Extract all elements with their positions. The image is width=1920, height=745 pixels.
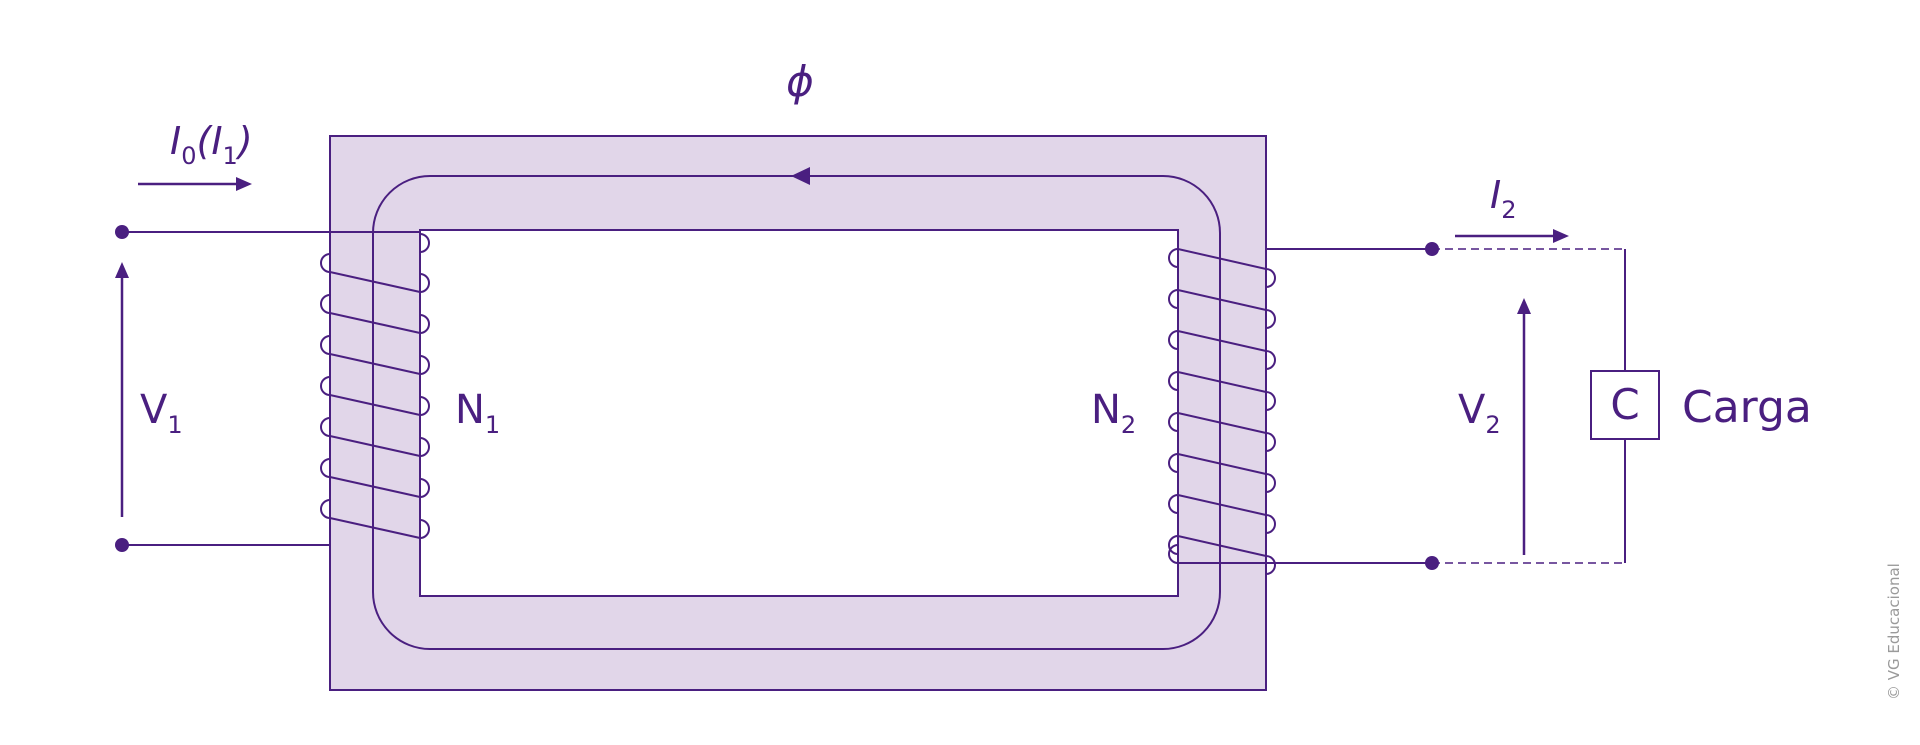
winding-turn — [1168, 411, 1276, 452]
secondary-circuit — [1178, 248, 1626, 564]
winding-turn — [419, 437, 430, 457]
primary-terminal-top — [115, 225, 129, 239]
v2-arrowhead — [1517, 298, 1531, 314]
transformer-core — [329, 135, 1267, 691]
winding-turn — [1168, 493, 1276, 534]
n2-label: N2 — [1091, 387, 1136, 439]
winding-turn — [320, 335, 421, 375]
winding-turn — [1168, 452, 1276, 493]
winding-turn — [1168, 370, 1276, 411]
load-box — [1590, 370, 1660, 440]
load-name: Carga — [1682, 382, 1812, 433]
winding-turn — [320, 499, 421, 539]
primary-current-arrowhead — [236, 177, 252, 191]
winding-turn — [320, 376, 421, 416]
n1-label: N1 — [455, 387, 500, 439]
flux-arrow — [791, 167, 810, 185]
secondary-current-arrowhead — [1553, 229, 1569, 243]
winding-turn — [1168, 329, 1276, 370]
winding-turn — [419, 478, 430, 498]
winding-turn — [320, 253, 421, 293]
secondary-terminal-bottom — [1425, 556, 1439, 570]
winding-turn — [320, 458, 421, 498]
v1-label: V1 — [140, 387, 183, 439]
core-body — [329, 135, 1267, 691]
secondary-terminal-top — [1425, 242, 1439, 256]
winding-turn — [419, 314, 430, 334]
v2-label: V2 — [1458, 387, 1501, 439]
winding-turn — [419, 519, 430, 539]
v1-arrowhead — [115, 262, 129, 278]
load-symbol: C — [1610, 380, 1639, 429]
copyright-text: © VG Educacional — [1885, 563, 1903, 700]
winding-turn — [320, 294, 421, 334]
winding-turn — [419, 355, 430, 375]
winding-turn — [1168, 288, 1276, 329]
primary-winding — [320, 233, 430, 539]
winding-turn — [1168, 544, 1179, 564]
winding-turn — [419, 396, 430, 416]
primary-circuit — [122, 231, 420, 546]
flux-path — [372, 175, 1221, 650]
winding-turn — [1168, 247, 1276, 288]
winding-turn — [419, 233, 430, 253]
primary-current-label: I0(I1) — [170, 119, 253, 170]
secondary-winding — [1168, 247, 1276, 575]
winding-turn — [320, 417, 421, 457]
primary-terminal-bottom — [115, 538, 129, 552]
secondary-current-label: I2 — [1490, 173, 1517, 224]
flux-label: ϕ — [786, 57, 814, 106]
winding-turn — [419, 273, 430, 293]
